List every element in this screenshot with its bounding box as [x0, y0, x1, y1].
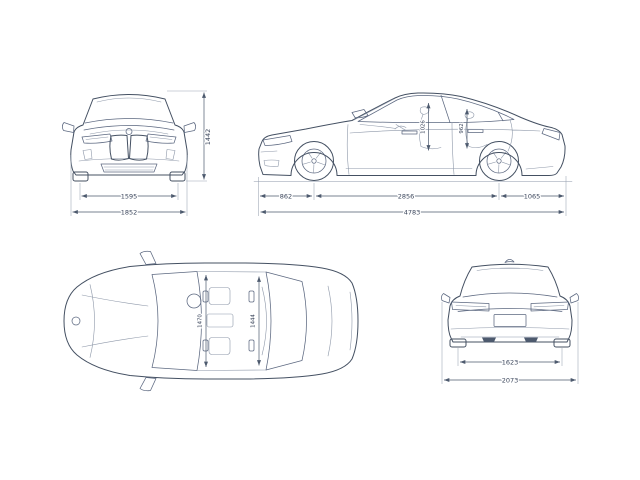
top-body-outline — [63, 262, 359, 380]
kidney-grille — [109, 134, 149, 161]
rear-hub — [496, 158, 502, 164]
front-right-tire — [169, 171, 186, 182]
top-view: 1470 1444 — [63, 250, 359, 392]
side-detail-lines — [260, 98, 554, 175]
front-hub — [311, 158, 317, 164]
top-view-body — [63, 250, 359, 392]
dim-label-wheelbase: 2856 — [398, 192, 415, 200]
dim-label-interior-height-front: 1026 — [421, 120, 427, 134]
side-secondary-lines — [262, 94, 561, 146]
dim-label-rear-track: 1623 — [502, 358, 519, 366]
side-view: 1026 962 862 2856 1065 4783 — [253, 92, 573, 218]
front-rim — [301, 148, 327, 174]
top-view-dimensions: 1470 1444 — [196, 275, 262, 367]
rear-view-body — [441, 259, 579, 348]
rear-right-tire — [553, 338, 571, 348]
steering-wheel — [186, 293, 202, 309]
front-extension-lines — [70, 90, 207, 216]
front-secondary-lines — [62, 118, 196, 173]
dim-label-shoulder-width-front: 1470 — [198, 314, 204, 328]
rear-left-headrest — [248, 290, 255, 303]
top-detail-lines — [81, 271, 353, 371]
dim-label-shoulder-width-rear: 1444 — [251, 314, 257, 328]
front-view-body — [62, 94, 196, 182]
license-plate — [493, 314, 527, 327]
rear-wheel-spokes — [487, 151, 511, 173]
front-view: 1442 1595 1852 — [62, 90, 213, 218]
front-right-seat — [208, 337, 231, 355]
rear-right-headrest — [248, 339, 255, 352]
rear-left-tire — [449, 338, 467, 348]
dim-label-overall-height: 1442 — [204, 129, 212, 146]
rear-body-outline — [447, 263, 573, 343]
front-detail-lines — [78, 97, 180, 171]
rear-view: 1623 2073 — [441, 259, 579, 386]
front-right-headrest — [202, 339, 209, 352]
front-wheel — [294, 141, 334, 181]
dim-label-overall-length: 4783 — [404, 208, 421, 216]
rear-extension-lines — [441, 302, 579, 384]
dim-label-front-track: 1595 — [121, 192, 138, 200]
rear-wheel — [479, 141, 519, 181]
rear-view-dimensions: 1623 2073 — [441, 302, 579, 386]
rear-rim — [486, 148, 512, 174]
side-body-outline — [258, 92, 566, 176]
front-left-headrest — [202, 290, 209, 303]
front-view-dimensions: 1442 1595 1852 — [70, 90, 213, 218]
rear-secondary-lines — [441, 259, 579, 312]
exhaust-tips — [482, 337, 538, 342]
side-view-body — [253, 92, 573, 182]
front-left-tire — [72, 171, 89, 182]
dim-label-rear-overhang: 1065 — [524, 192, 541, 200]
dim-label-front-overhang: 862 — [280, 192, 292, 200]
center-console — [206, 313, 234, 328]
dim-label-overall-width: 1852 — [121, 208, 138, 216]
brand-roundel — [125, 128, 133, 135]
rear-detail-lines — [450, 267, 570, 338]
side-view-dimensions: 1026 962 862 2856 1065 4783 — [258, 103, 567, 218]
front-left-seat — [208, 287, 231, 305]
hood-roundel — [71, 316, 81, 326]
side-extension-lines — [258, 176, 567, 216]
dim-label-width-incl-mirrors: 2073 — [502, 376, 519, 384]
top-secondary-lines — [139, 250, 307, 392]
dim-label-interior-height-rear: 962 — [459, 123, 465, 133]
front-wheel-spokes — [302, 151, 326, 173]
front-body-outline — [70, 94, 188, 176]
